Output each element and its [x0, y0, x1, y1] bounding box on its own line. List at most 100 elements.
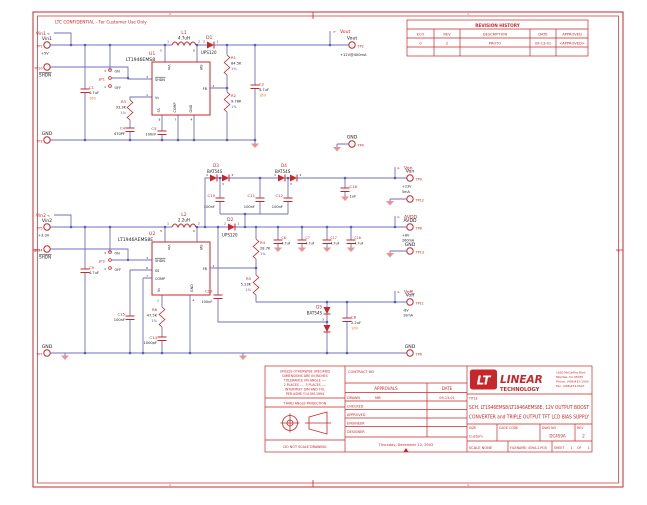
net-flag-von: Von [404, 165, 413, 171]
r6-ref: R6 [152, 307, 158, 312]
address-line: Phone: (408)432-1900 [556, 380, 589, 384]
tp2-ref: TP2 [357, 45, 364, 49]
capacitor-c14 [157, 336, 167, 341]
tolerance-line: INTERPRET DIM AND TOL [285, 388, 325, 392]
u1-pinnum-3: 3 [146, 75, 148, 79]
approvals-header: APPROVALS [374, 386, 398, 391]
tp7-net: GND [42, 344, 53, 350]
capacitor-c4 [125, 127, 135, 132]
testpoint-gnd-tp3 [43, 136, 51, 144]
tp11-net: Voff [406, 292, 416, 298]
c1-ref: C1 [89, 85, 95, 90]
diode-d3a [209, 174, 218, 182]
u1-part: LT1946EMS8 [126, 57, 155, 63]
tp9-spec1: +23V [402, 185, 412, 189]
circuit2-junction-dots [69, 176, 397, 355]
c8-ref: C8 [351, 315, 357, 320]
ground-icon [386, 253, 394, 258]
rev-label: REV [577, 426, 584, 430]
sheet-of-label: OF [577, 446, 582, 450]
output-chevron-icon: » [397, 291, 400, 296]
confidential-notice: LTC CONFIDENTIAL - For Customer Use Only [55, 20, 147, 25]
d2-part: UPS120 [222, 233, 238, 238]
d2-ref: D2 [227, 217, 234, 223]
c11-ref: C11 [248, 193, 256, 198]
center-mark-arrow [403, 448, 409, 452]
l2-ref: L2 [181, 212, 187, 218]
jp2-pin3: 3 [104, 251, 106, 255]
resistor-r1 [223, 54, 231, 76]
testpoint-avdd [406, 223, 414, 231]
tp-shdn1-ref: TP10 [33, 67, 42, 71]
sheet-value: 1 [571, 446, 573, 450]
diode-d4b [289, 174, 298, 182]
approved-label: APPROVED [347, 413, 366, 417]
tp11-spec2: 10mA [403, 314, 414, 318]
drawn-value: MB [375, 396, 381, 400]
c5-value: 100nF [145, 133, 156, 137]
r2-value: 9.76K [231, 99, 242, 103]
jp1-pin3: 3 [104, 69, 106, 73]
col-date: DATE [538, 32, 548, 36]
r4-tol: 1% [260, 252, 266, 256]
diode-d4a [277, 174, 286, 182]
c15-ref: C15 [118, 312, 126, 317]
u1-pinnum-2: 2 [213, 84, 215, 88]
u2-pinnum-6: 6 [193, 229, 195, 233]
cage-code-label: CAGE CODE [499, 426, 518, 430]
tp6-ref: TP6 [415, 353, 422, 357]
jp1-off: OFF [115, 86, 122, 90]
tp5-net: Vin2 [42, 218, 52, 224]
avdd-output-caps: C6 4.7uF C7 4.7uF C17 4.7uF C18 4.7uF [273, 236, 364, 252]
do-not-scale-label: DO NOT SCALE DRAWING [283, 445, 327, 449]
input-chevron-icon: « [47, 32, 50, 37]
tp-vin1-net: Vin1 [42, 36, 52, 42]
d5-part: BAT54S [307, 311, 323, 316]
r6-tol: 1% [151, 319, 157, 323]
company-name2: TECHNOLOGY [500, 387, 540, 393]
testpoint-shdn2 [43, 245, 51, 253]
capacitor-c11 [255, 197, 265, 202]
u2-pin-vc: Vc [157, 288, 161, 292]
r2-ref: R2 [231, 93, 237, 98]
r5-ref: R5 [246, 276, 252, 281]
diode-d5a [323, 306, 331, 315]
c14-ref: C14 [150, 335, 158, 340]
u1-pinnum-6: 6 [193, 49, 195, 53]
testpoint-gnd-tp13 [406, 247, 414, 255]
u1-pin-fb: FB [203, 87, 208, 91]
output-voff: » Voff Voff TP11 -8V 10mA [397, 289, 424, 317]
c5-ref: C5 [151, 126, 157, 131]
circuit1-wires [50, 31, 349, 147]
l1-value: 4.7uH [178, 35, 190, 40]
r5-tol: 1% [245, 288, 251, 292]
testpoint-vin1 [43, 41, 51, 49]
col-description: DESCRIPTION [483, 32, 508, 36]
c6-value: 4.7uF [282, 241, 291, 245]
d2-pin-a: 2 [224, 222, 226, 226]
zone-label: 1 [467, 483, 469, 487]
u2-pinnum-8: 8 [146, 266, 148, 270]
u1-ref: U1 [149, 51, 155, 57]
jp1-on: ON [115, 69, 121, 73]
print-date: Thursday, December 12, 2002 [378, 443, 434, 447]
tp9-net: Von [406, 168, 415, 174]
tp3-ref: TP3 [35, 140, 42, 144]
c16-value: 1uF [350, 195, 357, 199]
circuit1-boost-12v: Vin1 « Vin1 TP1 +5V TP10 SHDN GND TP3 JP… [33, 29, 367, 152]
u1-pin-ss: SS [157, 108, 161, 112]
resistor-r5 [252, 274, 260, 296]
address-line: 1630 McCarthy Blvd. [556, 371, 586, 375]
u2-part: LT1946AEMS8E [118, 237, 153, 243]
u1-pin-comp: COMP [173, 102, 177, 112]
testpoint-gnd-tp4 [348, 140, 356, 148]
tp7-ref: TP7 [35, 353, 42, 357]
u2-pinnum-4: 4 [193, 299, 195, 303]
d3-part: BAT54S [207, 169, 223, 174]
c18-ref: C18 [355, 236, 361, 240]
tp3-net: GND [42, 131, 53, 137]
u1-pin-sw: SW [199, 65, 203, 71]
company-address: 1630 McCarthy Blvd. Milpitas, CA 95035 P… [556, 371, 589, 389]
tolerance-line: PER ASME Y14.5M-1994 [286, 392, 324, 396]
u2-pin-sw: SW [199, 245, 203, 251]
